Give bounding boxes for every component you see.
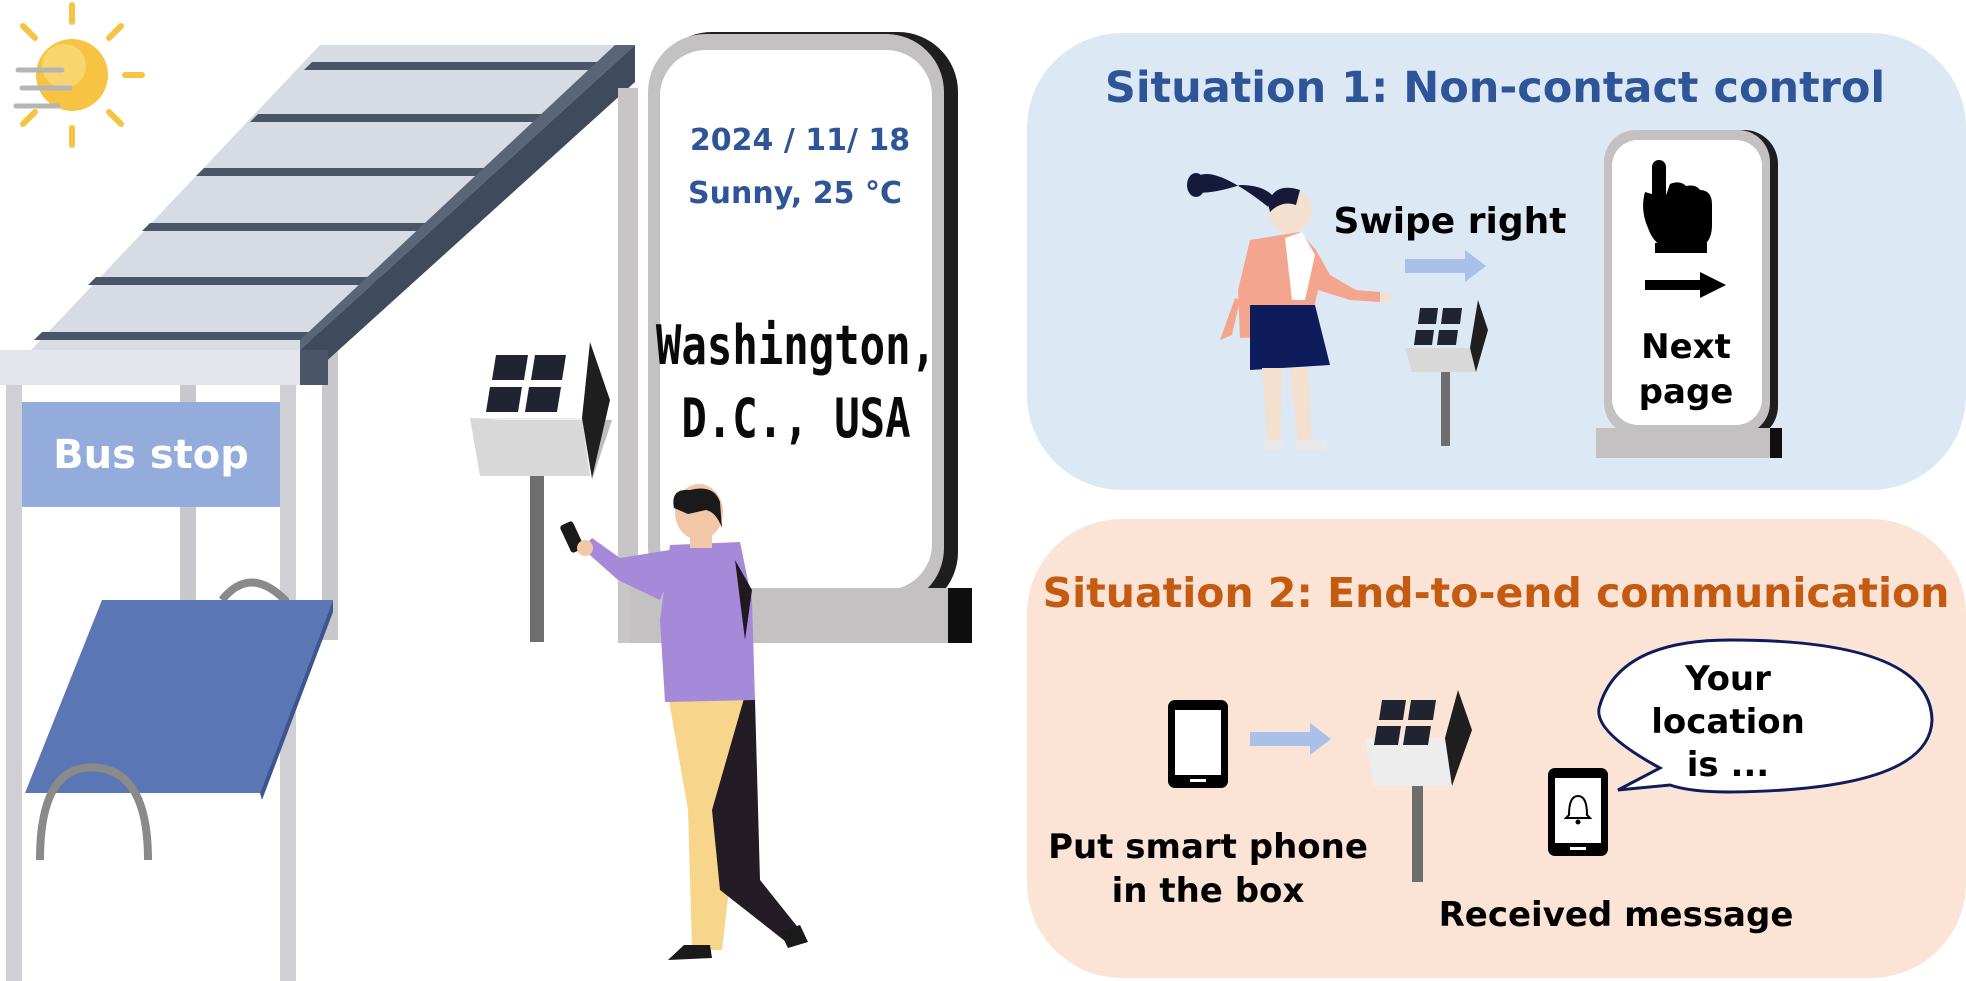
board-location-line1: Washington,: [656, 315, 936, 377]
bell-icon: [1563, 794, 1593, 825]
bus-shelter: Bus stop: [0, 45, 635, 981]
board-date: 2024 / 11/ 18: [690, 123, 910, 158]
pointing-hand-icon: [1643, 160, 1712, 253]
sun-icon: [13, 2, 145, 148]
smartphone-icon: [1168, 700, 1228, 788]
situation2-title: Situation 2: End-to-end communication: [1043, 569, 1950, 617]
caption-put-phone-line2: in the box: [1112, 871, 1305, 911]
arrow-right-icon: [1645, 272, 1726, 298]
board-location-line2: D.C., USA: [681, 388, 910, 450]
next-page-line1: Next: [1641, 327, 1731, 367]
speech-bubble: Your location is ...: [1597, 638, 1934, 794]
transfer-arrow-icon: [1250, 723, 1331, 755]
caption-received-message: Received message: [1439, 895, 1794, 935]
swipe-right-label: Swipe right: [1334, 201, 1567, 242]
bus-stop-label: Bus stop: [53, 432, 249, 478]
situation1-panel: Situation 1: Non-contact control Swipe r…: [1027, 33, 1966, 490]
mini-display-board: Next page: [1596, 130, 1782, 458]
bench: [25, 600, 333, 793]
bus-stop-sign: [22, 402, 280, 507]
display-board: 2024 / 11/ 18 Sunny, 25 °C Washington, D…: [618, 32, 972, 643]
caption-put-phone-line1: Put smart phone: [1048, 827, 1368, 867]
situation1-title: Situation 1: Non-contact control: [1105, 63, 1885, 113]
person-with-phone: [560, 484, 808, 960]
received-phone: [1548, 768, 1608, 856]
situation2-panel: Situation 2: End-to-end communication: [1027, 519, 1966, 978]
board-weather: Sunny, 25 °C: [688, 176, 902, 211]
next-page-line2: page: [1639, 372, 1734, 412]
swipe-arrow-icon: [1405, 250, 1486, 282]
bubble-line1: Your: [1684, 659, 1771, 699]
sensor-box-situation2: [1365, 690, 1472, 882]
bubble-line2: location: [1651, 702, 1805, 742]
sensor-box-main: [470, 342, 612, 642]
woman-gesturing: [1187, 173, 1395, 450]
bubble-line3: is ...: [1687, 745, 1769, 785]
sensor-box-situation1: [1405, 300, 1488, 446]
